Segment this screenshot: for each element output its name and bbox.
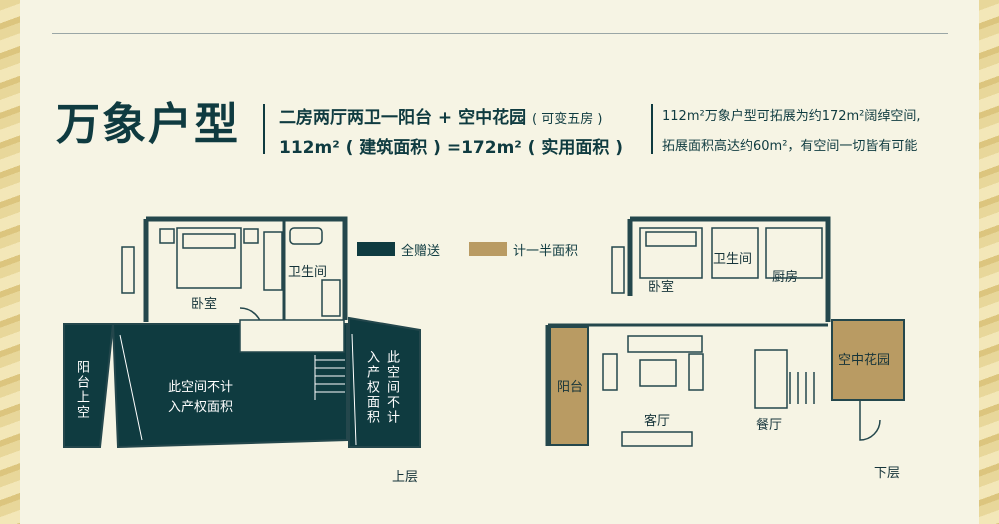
description-line-1: 112m²万象户型可拓展为约172m²阔绰空间,: [662, 109, 921, 124]
sky-garden-label: 空中花园: [838, 353, 891, 368]
legend-swatch-half-area: [469, 242, 507, 256]
dining-room-label: 餐厅: [756, 418, 783, 433]
layout-main: 二房两厅两卫一阳台 + 空中花园: [279, 108, 527, 128]
decorative-border-right: [979, 0, 999, 524]
layout-line-1: 二房两厅两卫一阳台 + 空中花园 ( 可变五房 ): [279, 103, 602, 128]
side-void-col-2: 入产权面积: [364, 350, 379, 425]
lower-bedroom-label: 卧室: [648, 280, 675, 295]
layout-line-2: 112m² ( 建筑面积 ) =172m² ( 实用面积 ): [279, 138, 624, 158]
description-line-2: 拓展面积高达约60m²，有空间一切皆有可能: [662, 139, 918, 154]
living-room-label: 客厅: [644, 414, 671, 429]
legend-swatch-full-gift: [357, 242, 395, 256]
void-line-2: 入产权面积: [168, 400, 234, 415]
void-area-label: 此空间不计 入产权面积: [168, 378, 233, 418]
balcony-label: 阳台: [557, 380, 584, 395]
upper-bedroom-label: 卧室: [191, 297, 218, 312]
lower-floor-caption: 下层: [874, 466, 901, 481]
legend-half-area: 计一半面积: [513, 244, 579, 259]
page-title: 万象户型: [56, 99, 240, 150]
kitchen-label: 厨房: [772, 270, 799, 285]
legend-full-gift: 全赠送: [401, 244, 441, 259]
decorative-border-left: [0, 0, 20, 524]
upper-floor-caption: 上层: [392, 470, 419, 485]
top-divider: [52, 33, 948, 34]
description-divider: [651, 104, 653, 154]
title-divider: [263, 104, 265, 154]
lower-bathroom-label: 卫生间: [713, 252, 753, 267]
upper-bathroom-label: 卫生间: [288, 265, 328, 280]
side-void-col-1: 此空间不计: [384, 350, 399, 425]
void-line-1: 此空间不计: [168, 380, 234, 395]
layout-note: ( 可变五房 ): [532, 112, 603, 127]
balcony-void-label: 阳台上空: [74, 360, 89, 420]
